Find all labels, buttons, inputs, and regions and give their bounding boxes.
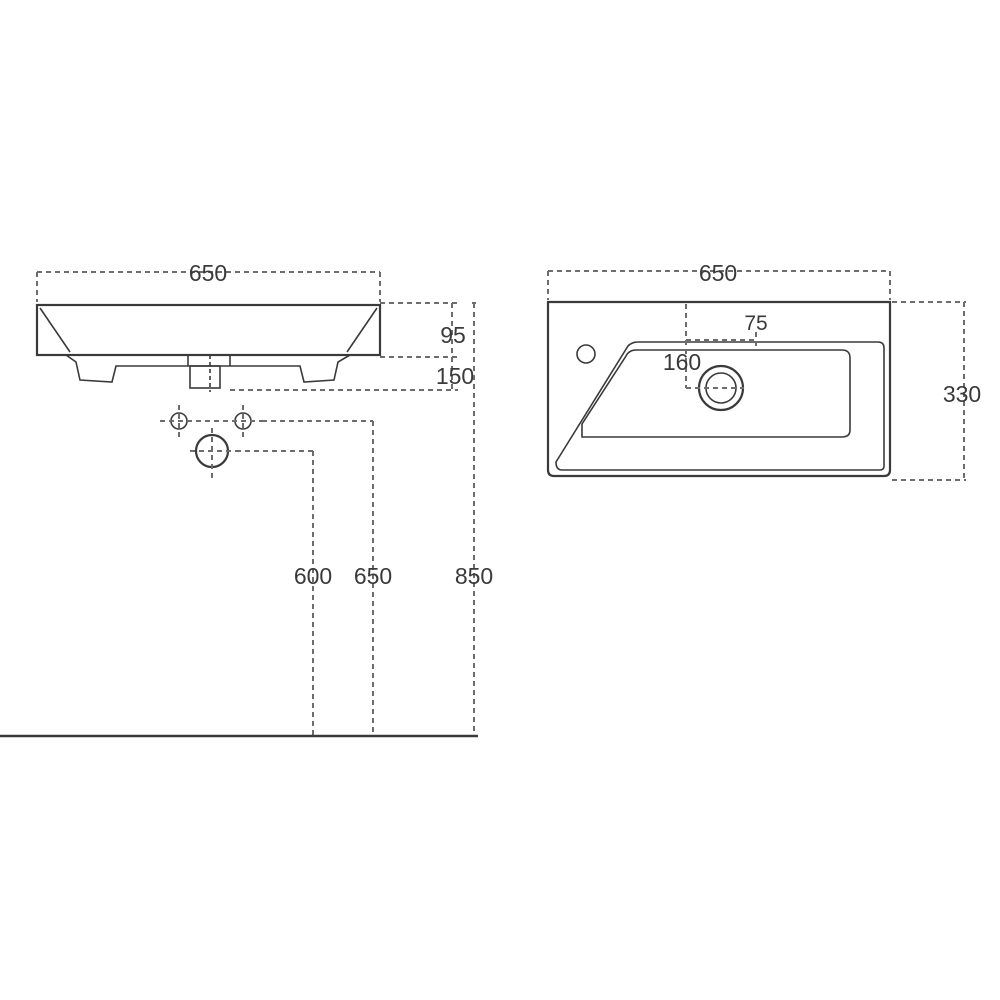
rim-height-label: 95 bbox=[440, 322, 466, 348]
wall-connections bbox=[160, 405, 262, 482]
drain-offset-x-label: 75 bbox=[744, 312, 767, 335]
drain-height-dimension: 650 bbox=[262, 420, 392, 735]
rim-height-dimension: 95 bbox=[380, 302, 466, 390]
install-height-dimension: 850 bbox=[455, 302, 493, 735]
drain-offset-x-dimension: 75 bbox=[685, 304, 768, 388]
install-height-label: 850 bbox=[455, 563, 493, 589]
drain-height-label: 650 bbox=[354, 563, 392, 589]
top-width-dimension: 650 bbox=[547, 260, 891, 300]
front-width-dimension: 650 bbox=[36, 260, 381, 302]
top-view: 650 75 160 330 bbox=[546, 260, 981, 481]
top-depth-label: 330 bbox=[943, 381, 981, 407]
drain-offset-y-label: 160 bbox=[663, 349, 701, 375]
front-width-label: 650 bbox=[189, 260, 227, 286]
basin-top-body bbox=[546, 300, 892, 478]
basin-front-body bbox=[35, 303, 382, 392]
top-depth-dimension: 330 bbox=[892, 301, 981, 481]
top-width-label: 650 bbox=[699, 260, 737, 286]
drain-offset-y-dimension: 160 bbox=[663, 349, 744, 389]
depth-dimension: 150 bbox=[230, 363, 474, 391]
supply-height-dimension: 600 bbox=[236, 450, 332, 735]
tap-hole bbox=[576, 344, 596, 364]
front-view: 650 95 150 bbox=[0, 260, 493, 738]
depth-label: 150 bbox=[436, 363, 474, 389]
supply-height-label: 600 bbox=[294, 563, 332, 589]
